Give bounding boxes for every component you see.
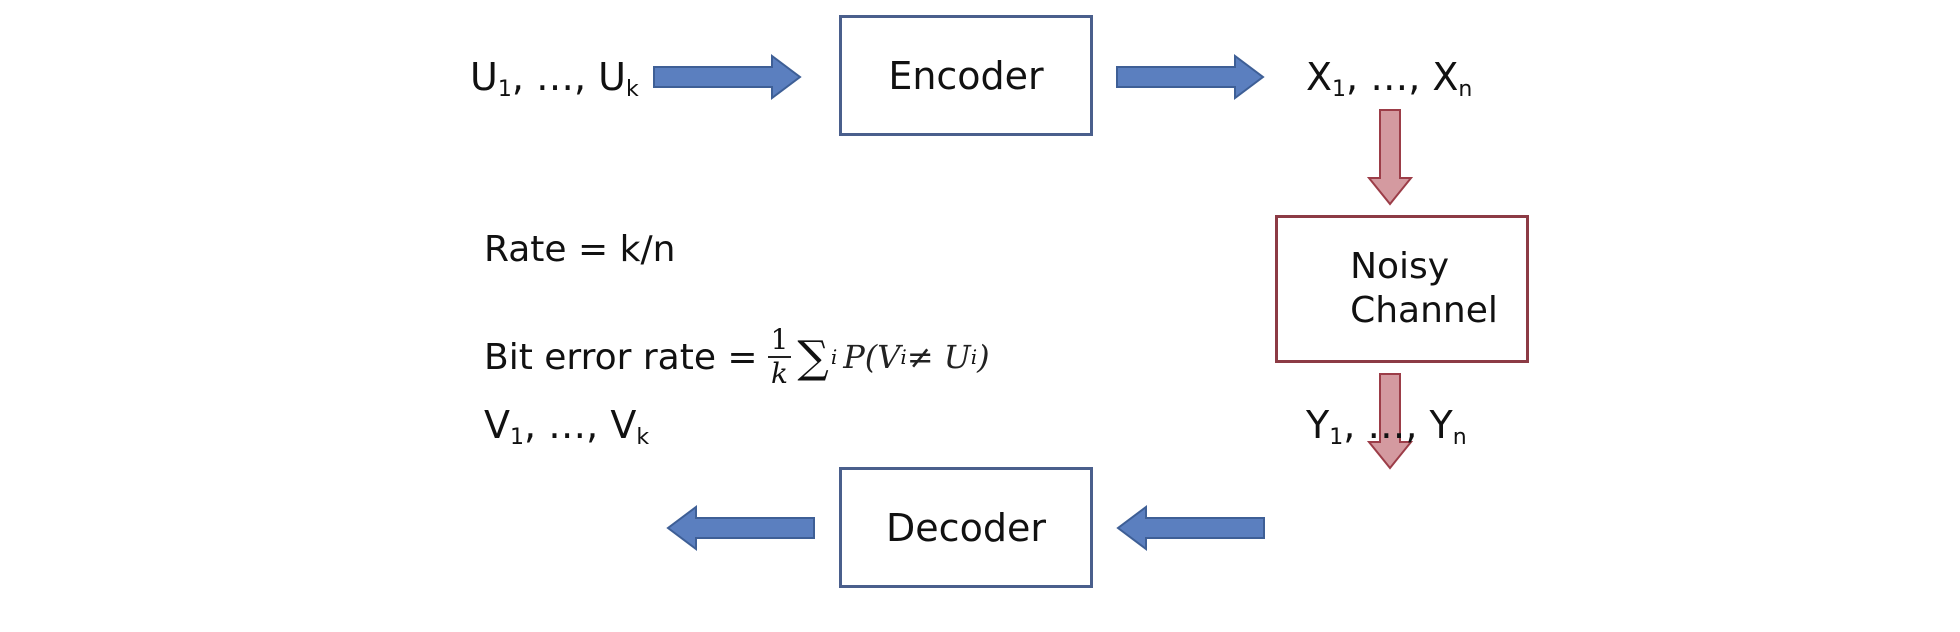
noisy-channel-box: Noisy Channel xyxy=(1275,215,1529,363)
arrow-input-to-encoder xyxy=(653,54,802,100)
fraction: 1 k xyxy=(767,324,792,390)
bit-error-rate-label: Bit error rate = xyxy=(484,336,758,378)
arrow-y-to-decoder xyxy=(1116,505,1265,551)
decoder-box: Decoder xyxy=(839,467,1093,588)
arrow-x-to-channel xyxy=(1366,109,1414,206)
sum-symbol: ∑ xyxy=(797,331,829,383)
received-symbols-label: Y1, …, Yn xyxy=(1306,403,1467,450)
arrow-encoder-to-x xyxy=(1116,54,1265,100)
arrow-decoder-to-output xyxy=(666,505,815,551)
encoder-label: Encoder xyxy=(888,53,1044,98)
decoder-label: Decoder xyxy=(886,505,1046,550)
input-symbols-label: U1, …, Uk xyxy=(470,55,639,102)
arrow-channel-to-y xyxy=(1366,373,1414,470)
rate-formula: Rate = k/n xyxy=(484,229,675,270)
codeword-symbols-label: X1, …, Xn xyxy=(1306,55,1473,102)
encoder-box: Encoder xyxy=(839,15,1093,136)
rate-formula-text: Rate = k/n xyxy=(484,229,676,270)
decoded-symbols-label: V1, …, Vk xyxy=(484,403,650,450)
noisy-channel-label: Noisy Channel xyxy=(1350,246,1498,331)
